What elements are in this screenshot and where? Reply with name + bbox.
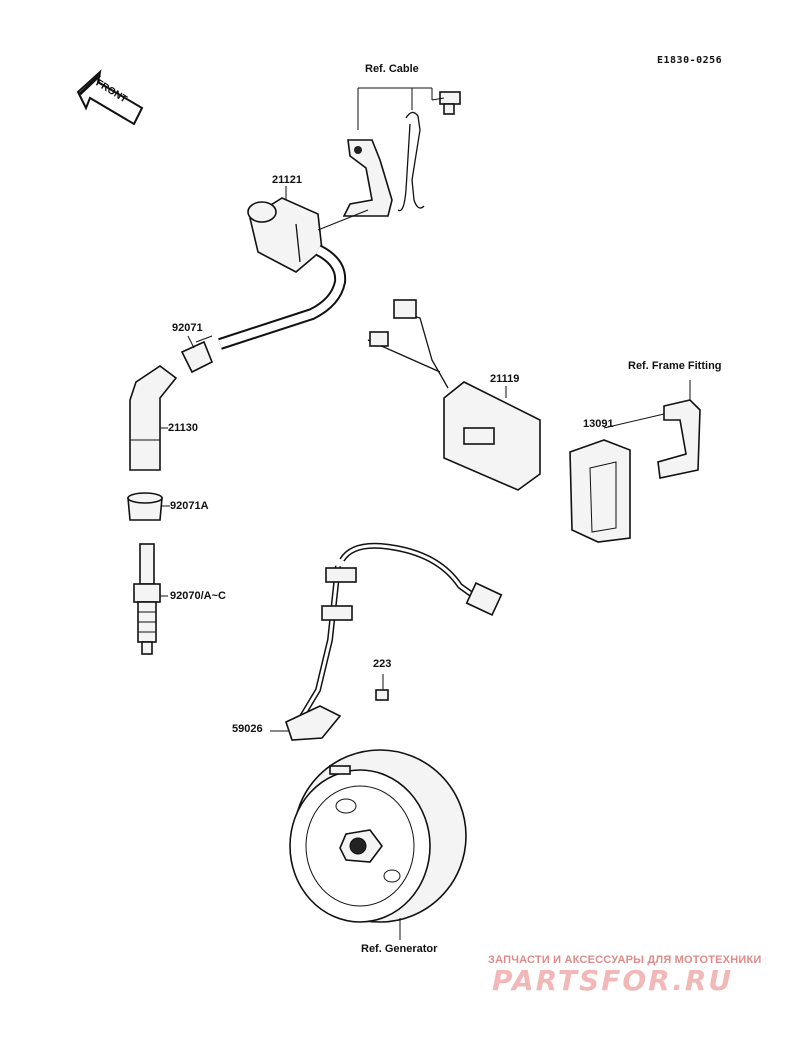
cdi-unit <box>367 299 541 491</box>
part-21121-label: 21121 <box>272 174 302 186</box>
part-13091-label: 13091 <box>583 418 614 430</box>
frame-fitting <box>657 380 701 479</box>
leader-lines <box>164 335 213 429</box>
part-223-label: 223 <box>373 658 392 670</box>
plug-cap-21130 <box>129 365 178 471</box>
rubber-13091 <box>569 413 665 543</box>
screw-223 <box>375 674 389 701</box>
front-arrow-icon <box>76 69 144 126</box>
generator-rotor <box>289 749 467 940</box>
seal-92071a <box>127 492 170 521</box>
bolt <box>431 91 461 115</box>
part-21130-label: 21130 <box>168 422 198 434</box>
ref-cable-leader <box>357 87 433 130</box>
high-tension-lead <box>218 244 347 350</box>
ref-cable-label: Ref. Cable <box>365 63 419 75</box>
part-92071a-label: 92071A <box>170 500 209 512</box>
ref-generator-label: Ref. Generator <box>361 943 438 955</box>
ignition-coil <box>247 186 369 273</box>
cable-bracket <box>342 139 393 217</box>
part-59026-label: 59026 <box>232 723 263 735</box>
cable-wire-clip <box>397 111 425 212</box>
spark-plug <box>133 543 168 655</box>
ref-frame-fitting-label: Ref. Frame Fitting <box>628 360 722 372</box>
cap-92071 <box>180 335 214 374</box>
part-21119-label: 21119 <box>490 373 520 385</box>
diagram-code: E1830-0256 <box>657 55 723 66</box>
watermark-logo: PARTSFOR.RU <box>492 964 734 997</box>
part-92070-label: 92070/A~C <box>170 590 226 602</box>
pickup-coil-harness <box>270 542 503 741</box>
watermark-tagline: ЗАПЧАСТИ И АКСЕССУАРЫ ДЛЯ МОТОТЕХНИКИ <box>488 954 762 966</box>
part-92071-label: 92071 <box>172 322 203 334</box>
